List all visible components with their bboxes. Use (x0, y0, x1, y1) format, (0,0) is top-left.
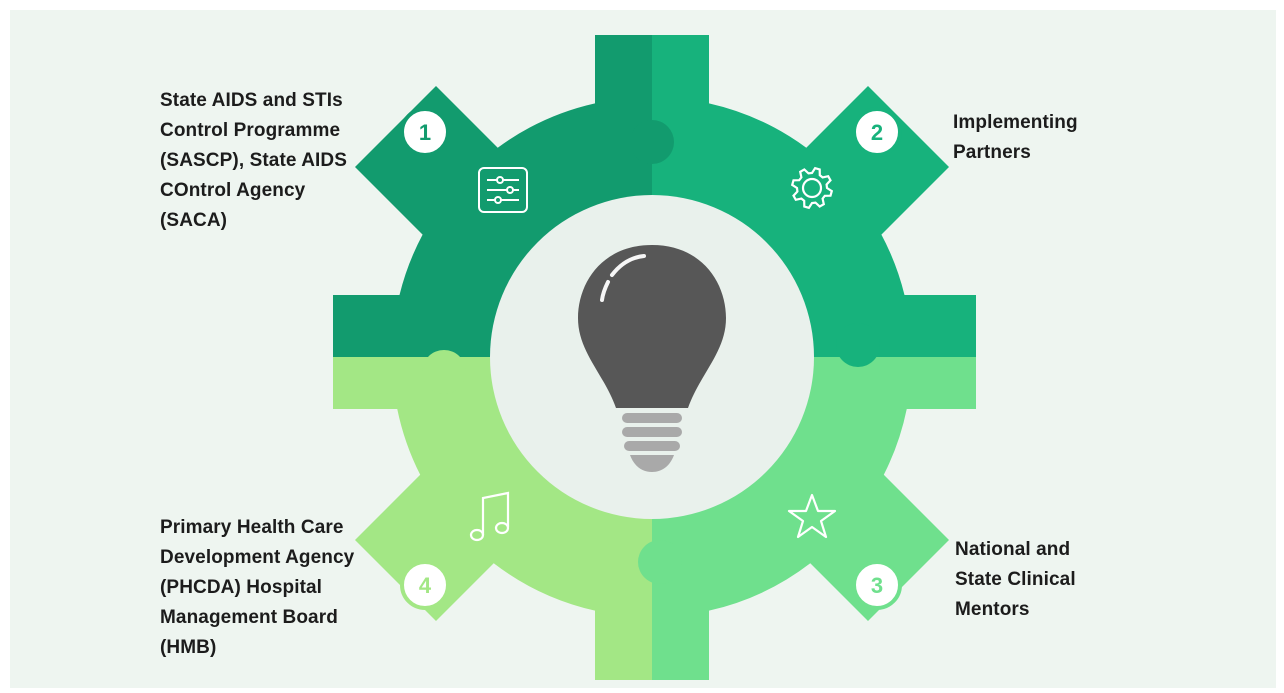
step-badge-2: 2 (852, 107, 902, 157)
gear-icon (790, 166, 834, 210)
star-icon (787, 493, 837, 539)
puzzle-knob-left (422, 350, 466, 394)
step-badge-3: 3 (852, 560, 902, 610)
svg-text:4: 4 (419, 573, 432, 598)
step-badge-1: 1 (400, 107, 450, 157)
svg-text:2: 2 (871, 120, 883, 145)
lightbulb-icon (578, 245, 726, 472)
puzzle-knob-top (630, 120, 674, 164)
section-3-label: National and State Clinical Mentors (955, 539, 1076, 620)
svg-text:3: 3 (871, 573, 883, 598)
section-2-label: Implementing Partners (953, 112, 1078, 163)
puzzle-knob-bottom (638, 540, 682, 584)
sliders-icon (478, 167, 528, 213)
puzzle-knob-right (836, 323, 880, 367)
section-1-label: State AIDS and STIs Control Programme (S… (160, 90, 348, 231)
step-badge-4: 4 (400, 560, 450, 610)
section-4-label: Primary Health Care Development Agency (… (160, 517, 355, 658)
music-note-icon (469, 491, 510, 542)
svg-text:1: 1 (419, 120, 431, 145)
